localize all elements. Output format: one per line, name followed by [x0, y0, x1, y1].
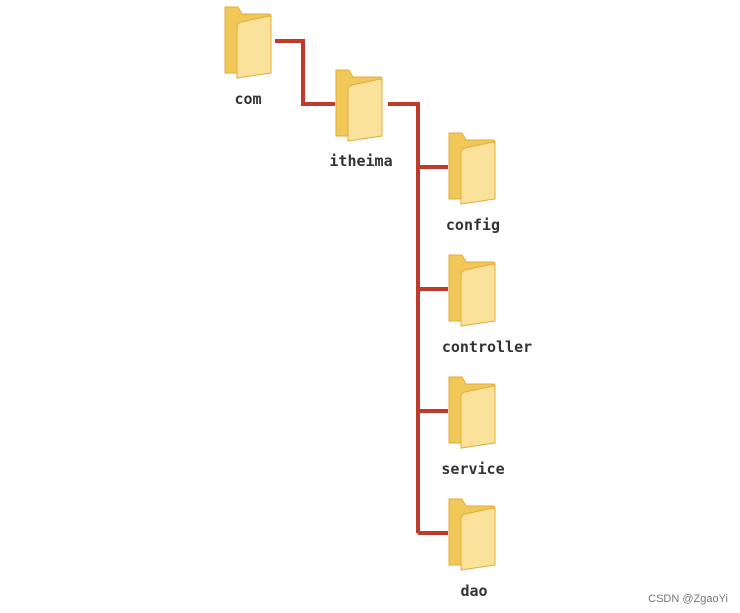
node-label-dao: dao: [460, 582, 488, 600]
watermark: CSDN @ZgaoYi: [648, 593, 728, 605]
folder-icon[interactable]: [447, 131, 497, 205]
node-label-controller: controller: [441, 338, 533, 356]
node-label-com: com: [234, 90, 262, 108]
connector-com-itheima: [275, 39, 335, 106]
folder-icon[interactable]: [447, 497, 497, 571]
node-label-itheima: itheima: [329, 152, 393, 170]
folder-icon[interactable]: [223, 5, 273, 79]
node-label-service: service: [441, 460, 505, 478]
folder-icon[interactable]: [334, 68, 384, 142]
folder-icon[interactable]: [447, 253, 497, 327]
node-label-config: config: [445, 216, 501, 234]
connector-itheima-trunk: [388, 102, 420, 533]
folder-icon[interactable]: [447, 375, 497, 449]
